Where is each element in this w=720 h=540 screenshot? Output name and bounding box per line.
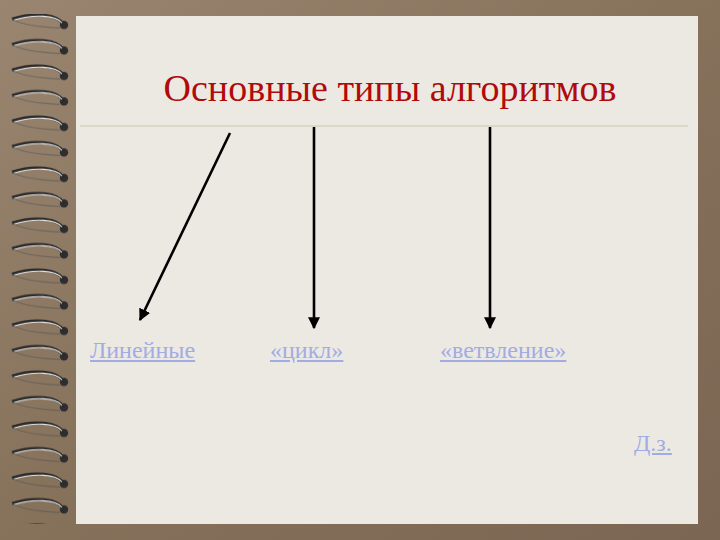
slide-title: Основные типы алгоритмов <box>80 68 700 110</box>
arrow <box>140 133 230 320</box>
title-rule <box>80 125 688 126</box>
arrow <box>489 127 492 328</box>
type-label: «ветвление» <box>440 337 566 363</box>
link-text: Д.з. <box>634 430 672 456</box>
arrow <box>313 127 316 328</box>
arrows <box>140 127 490 328</box>
spiral-binding <box>0 14 84 524</box>
type-label: «цикл» <box>270 337 343 363</box>
type-label: Линейные <box>90 337 195 363</box>
